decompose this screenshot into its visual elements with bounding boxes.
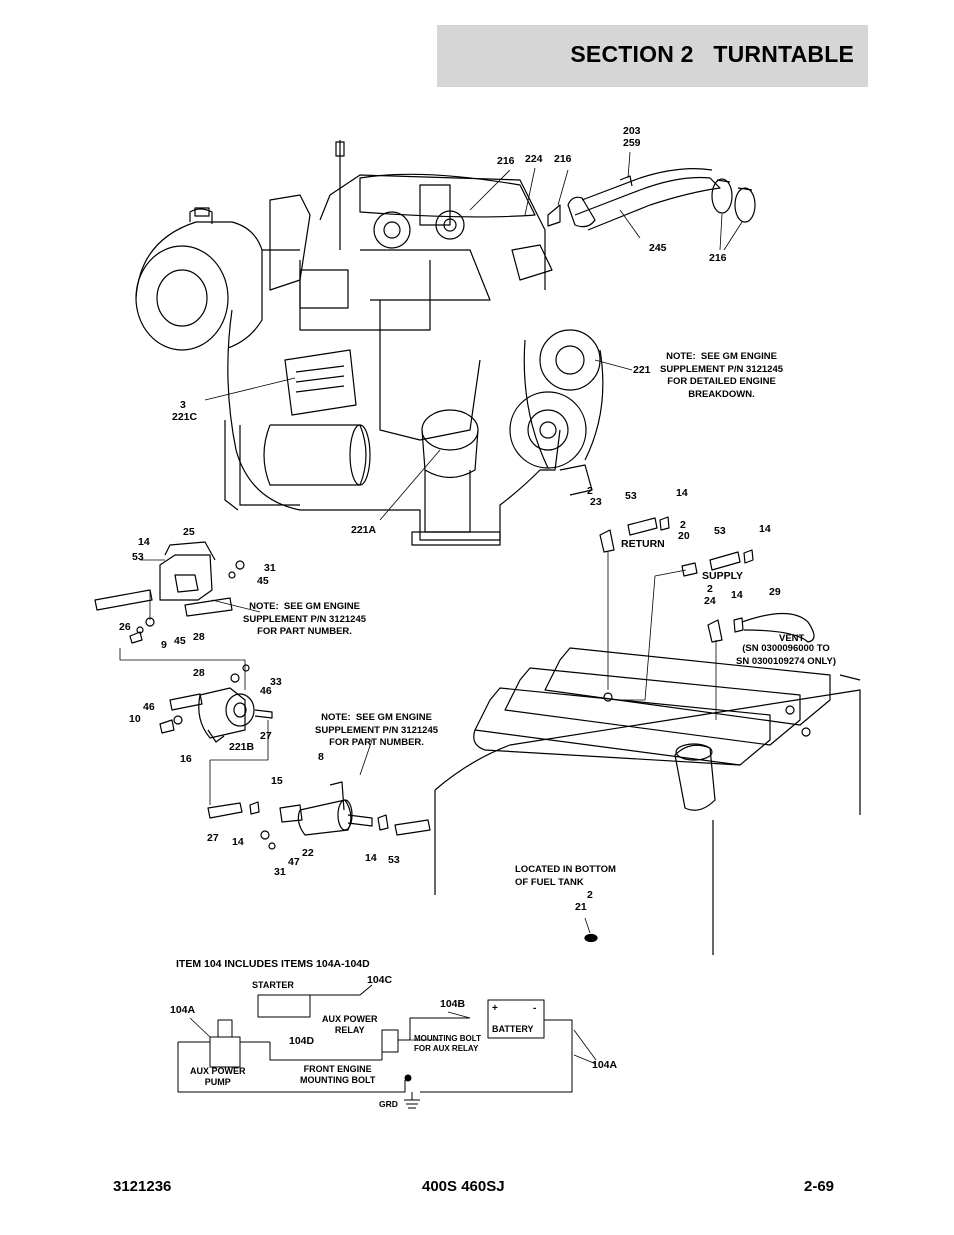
label-supply: SUPPLY	[702, 570, 744, 582]
engine-illustration	[135, 140, 756, 546]
wiring-title: ITEM 104 INCLUDES ITEMS 104A-104D	[176, 958, 370, 970]
callout-53: 53	[388, 854, 400, 866]
callout-45: 45	[174, 635, 186, 647]
callout-23: 23	[590, 496, 602, 508]
callout-2: 2	[587, 485, 593, 497]
battery-minus: -	[533, 1003, 537, 1014]
callout-216: 216	[497, 155, 515, 167]
label-vent: VENT	[779, 633, 805, 644]
callout-45: 45	[257, 575, 269, 587]
fuel-fittings-illustration	[599, 516, 815, 720]
callout-53: 53	[625, 490, 637, 502]
callout-221a: 221A	[351, 524, 377, 536]
callout-21: 21	[575, 901, 587, 913]
note-part-number-pump: NOTE: SEE GM ENGINE SUPPLEMENT P/N 31212…	[243, 601, 367, 637]
callout-20: 20	[678, 530, 690, 542]
callout-14: 14	[232, 836, 244, 848]
label-vent-serial-range: (SN 0300096000 TO SN 0300109274 ONLY)	[736, 643, 836, 667]
callout-259: 259	[623, 137, 641, 149]
note-fuel-tank-location: LOCATED IN BOTTOM OF FUEL TANK	[515, 864, 616, 888]
callout-221b: 221B	[229, 741, 255, 753]
callout-27: 27	[260, 730, 272, 742]
callout-221: 221	[633, 364, 651, 376]
wiring-schematic	[177, 984, 597, 1109]
callout-104b: 104B	[440, 998, 466, 1010]
callout-2: 2	[680, 519, 686, 531]
callout-2: 2	[587, 889, 593, 901]
callout-31: 31	[274, 866, 286, 878]
callout-104c: 104C	[367, 974, 393, 986]
label-front-engine-mounting-bolt: FRONT ENGINE MOUNTING BOLT	[300, 1064, 376, 1085]
callout-25: 25	[183, 526, 195, 538]
callout-33: 33	[270, 676, 282, 688]
callout-24: 24	[704, 595, 716, 607]
callout-53: 53	[714, 525, 726, 537]
callout-47: 47	[288, 856, 300, 868]
callout-14: 14	[138, 536, 150, 548]
callout-104d: 104D	[289, 1035, 315, 1047]
callout-2: 2	[707, 583, 713, 595]
footer-page-number: 2-69	[804, 1178, 835, 1195]
label-aux-power-pump: AUX POWER PUMP	[190, 1066, 246, 1087]
callout-46: 46	[260, 685, 272, 697]
section-header: SECTION 2 TURNTABLE	[437, 25, 868, 87]
label-battery: BATTERY	[492, 1024, 534, 1034]
callout-216: 216	[709, 252, 727, 264]
note-engine-supplement: NOTE: SEE GM ENGINE SUPPLEMENT P/N 31212…	[660, 351, 784, 400]
callout-53: 53	[132, 551, 144, 563]
callout-28: 28	[193, 667, 205, 679]
callout-245: 245	[649, 242, 667, 254]
fuel-tank-illustration	[434, 647, 861, 955]
label-aux-power-relay: AUX POWER RELAY	[322, 1014, 378, 1035]
fuel-pump-exploded-illustration	[94, 541, 431, 850]
callout-14: 14	[731, 589, 743, 601]
callout-26: 26	[119, 621, 131, 633]
callout-28: 28	[193, 631, 205, 643]
battery-plus: +	[492, 1003, 498, 1014]
label-return: RETURN	[621, 538, 665, 550]
callout-104a: 104A	[592, 1059, 618, 1071]
footer-model: 400S 460SJ	[422, 1178, 505, 1195]
callout-8: 8	[318, 751, 324, 763]
callout-46: 46	[143, 701, 155, 713]
label-ground: GRD	[379, 1099, 398, 1109]
callout-3: 3	[180, 399, 186, 411]
callout-15: 15	[271, 775, 283, 787]
callout-27: 27	[207, 832, 219, 844]
label-mounting-bolt-aux-relay: MOUNTING BOLT FOR AUX RELAY	[414, 1034, 481, 1053]
callout-14: 14	[759, 523, 771, 535]
footer-document-number: 3121236	[113, 1178, 172, 1195]
callout-203: 203	[623, 125, 641, 137]
callout-10: 10	[129, 713, 141, 725]
label-starter: STARTER	[252, 980, 294, 990]
note-part-number-filter: NOTE: SEE GM ENGINE SUPPLEMENT P/N 31212…	[315, 712, 439, 748]
callout-221c: 221C	[172, 411, 198, 423]
callout-29: 29	[769, 586, 781, 598]
callout-16: 16	[180, 753, 192, 765]
callout-224: 224	[525, 153, 543, 165]
callout-216: 216	[554, 153, 572, 165]
section-title: SECTION 2 TURNTABLE	[570, 41, 854, 67]
callout-104a: 104A	[170, 1004, 196, 1016]
callout-14: 14	[365, 852, 377, 864]
callout-9: 9	[161, 639, 167, 651]
callout-14: 14	[676, 487, 688, 499]
callout-31: 31	[264, 562, 276, 574]
callout-22: 22	[302, 847, 314, 859]
